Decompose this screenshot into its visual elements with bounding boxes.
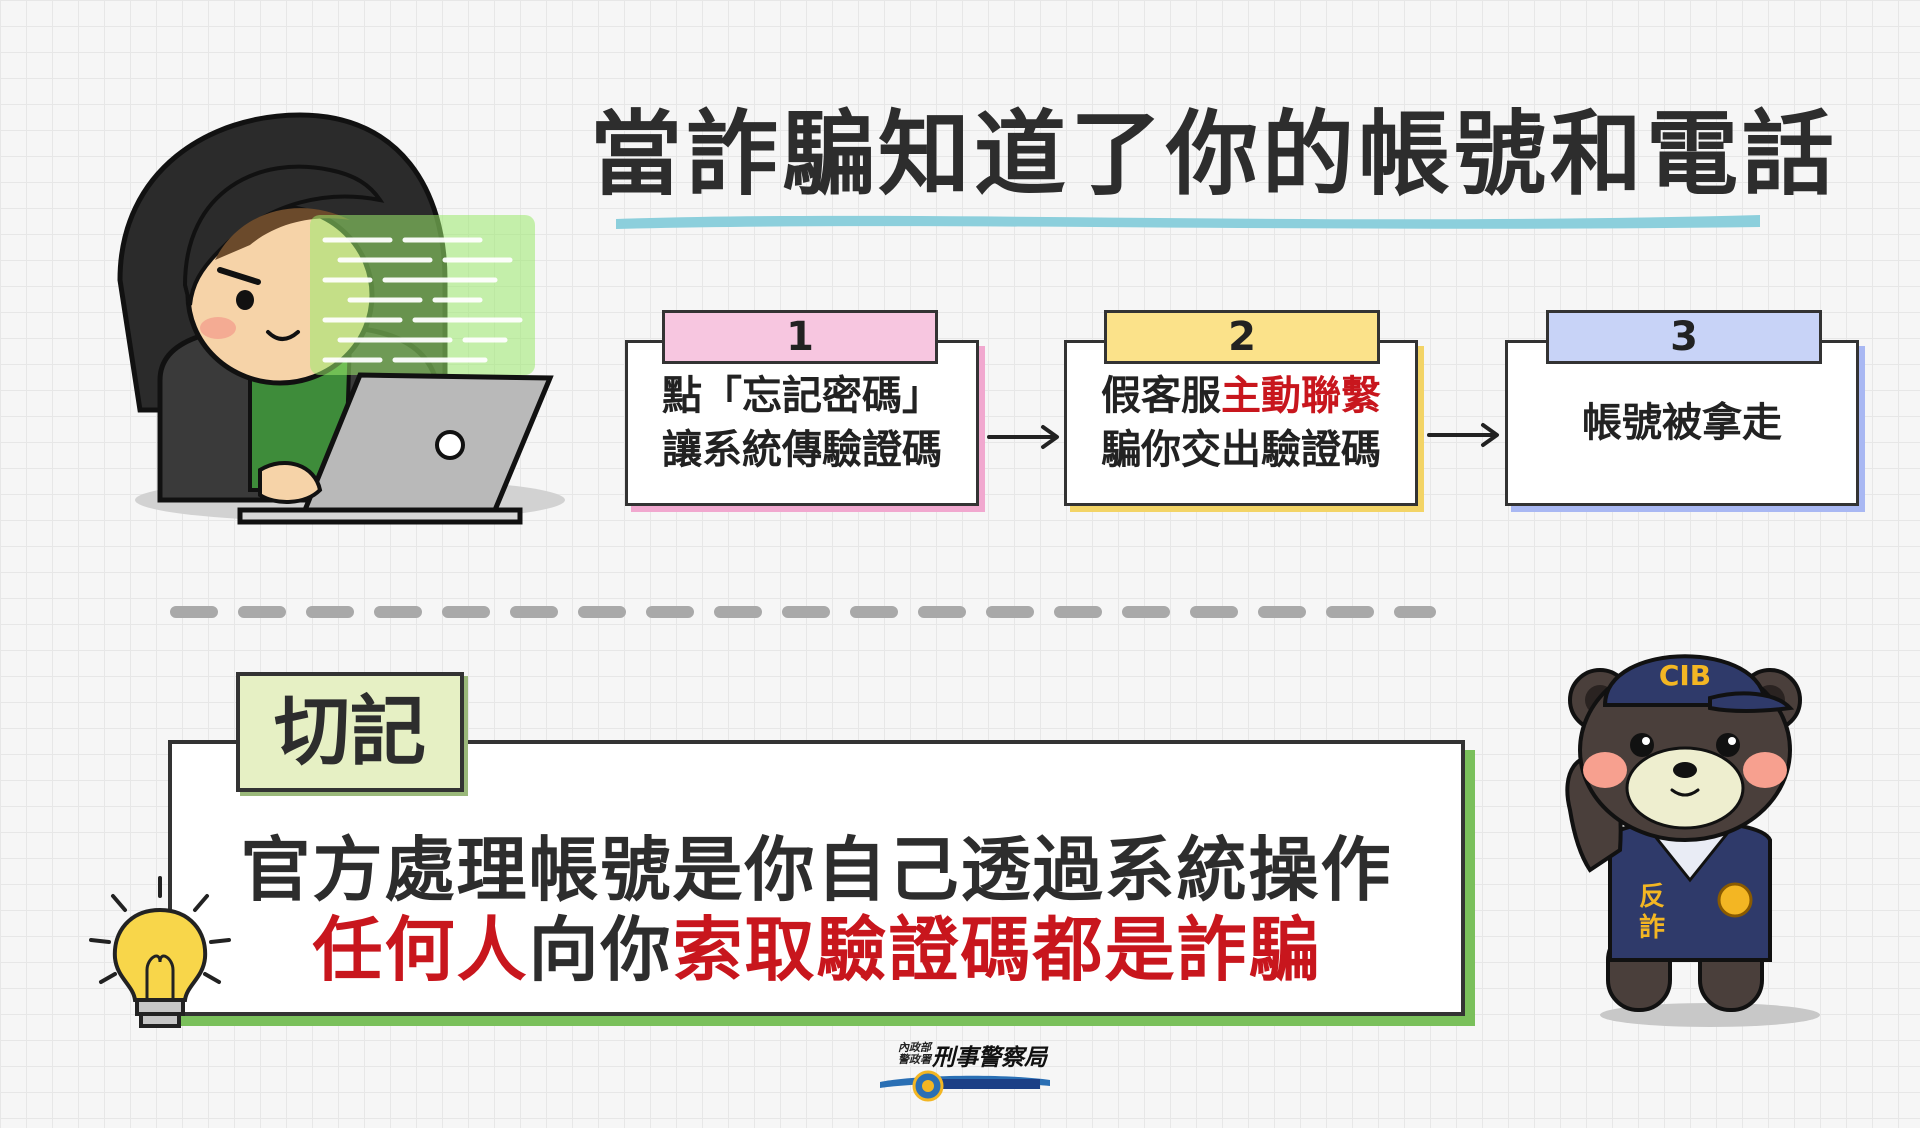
vest-text-1: 反 <box>1639 882 1665 912</box>
step-1-line2: 讓系統傳驗證碼 <box>662 427 942 473</box>
remember-line-2: 任何人向你索取驗證碼都是詐騙 <box>172 894 1461 995</box>
footer-org-sub-1: 內政部 <box>898 1041 931 1054</box>
arrow-right-icon <box>1427 423 1499 447</box>
remember-highlight-2: 索取驗證碼都是詐騙 <box>672 909 1321 991</box>
step-2-line1: 假客服主動聯繫 <box>1067 369 1415 423</box>
title-underline <box>616 215 1760 229</box>
cib-logo: 內政部 警政署 刑事警察局 <box>880 1038 1050 1106</box>
page-title: 當詐騙知道了你的帳號和電話 <box>590 101 1839 208</box>
bear-mascot: 反 詐 CIB <box>1565 654 1820 1027</box>
lightbulb-icon <box>89 876 231 1028</box>
footer-org-sub: 內政部 警政署 <box>898 1042 931 1066</box>
step-3-card: 帳號被拿走 <box>1505 340 1859 506</box>
step-3-line1: 帳號被拿走 <box>1582 400 1782 446</box>
footer-org-sub-2: 警政署 <box>898 1053 931 1066</box>
remember-line-1: 官方處理帳號是你自己透過系統操作 <box>240 829 1393 911</box>
remember-tab: 切記 <box>236 672 464 792</box>
arrow-right-icon <box>987 425 1059 449</box>
cap-text: CIB <box>1659 659 1711 692</box>
vest-text-2: 詐 <box>1639 912 1665 943</box>
step-1-card: 點「忘記密碼」 讓系統傳驗證碼 <box>625 340 979 506</box>
dashed-divider <box>170 606 1436 618</box>
footer-org-name: 刑事警察局 <box>932 1045 1047 1071</box>
step-2-text-plain: 假客服 <box>1101 373 1221 419</box>
step-3-number-tab: 3 <box>1546 310 1822 364</box>
step-2-number-tab: 2 <box>1104 310 1380 364</box>
emblem-icon <box>880 1070 1050 1102</box>
step-1-number-tab: 1 <box>662 310 938 364</box>
step-1-line1: 點「忘記密碼」 <box>662 373 942 419</box>
step-2-line2: 騙你交出驗證碼 <box>1101 427 1381 473</box>
step-2-card: 假客服主動聯繫 騙你交出驗證碼 <box>1064 340 1418 506</box>
step-2-text-highlight: 主動聯繫 <box>1221 373 1381 419</box>
hacker-illustration <box>117 112 565 525</box>
remember-plain: 向你 <box>528 909 673 991</box>
remember-highlight-1: 任何人 <box>312 909 529 991</box>
